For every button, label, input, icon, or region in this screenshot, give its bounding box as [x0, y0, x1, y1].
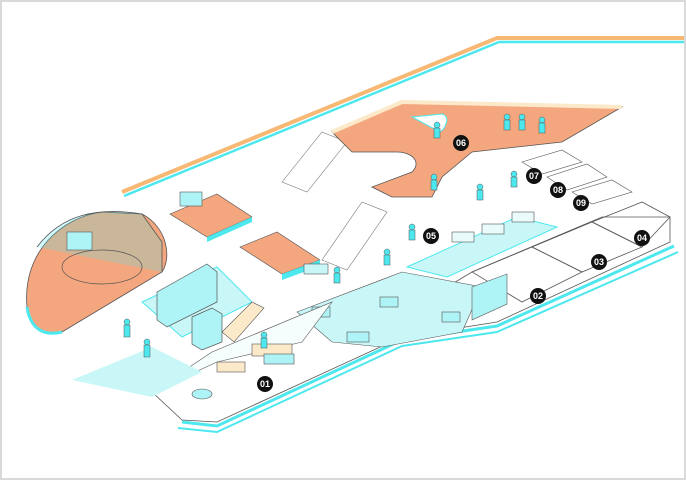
zone-marker-02[interactable]: 02 — [530, 288, 546, 304]
zone-marker-06[interactable]: 06 — [453, 135, 469, 151]
zone-marker-01-label: 01 — [260, 379, 270, 389]
storage-lockers — [141, 263, 265, 351]
reception-area — [296, 271, 508, 348]
people-figures — [123, 113, 546, 358]
event-stage — [239, 231, 329, 280]
presentation-theater — [25, 211, 168, 335]
open-workspace — [405, 211, 559, 278]
zone-marker-08[interactable]: 08 — [550, 182, 566, 198]
zone-marker-03[interactable]: 03 — [591, 254, 607, 270]
zone-marker-08-label: 08 — [553, 185, 563, 195]
building-outer-wall — [121, 36, 684, 198]
zone-marker-04[interactable]: 04 — [634, 230, 650, 246]
zone-marker-03-label: 03 — [594, 257, 604, 267]
zone-marker-09-label: 09 — [576, 198, 586, 208]
video-conference-platform — [169, 191, 253, 242]
zone-marker-09[interactable]: 09 — [573, 195, 589, 211]
zone-marker-07-label: 07 — [529, 171, 539, 181]
zone-marker-07[interactable]: 07 — [526, 168, 542, 184]
zone-marker-06-label: 06 — [456, 138, 466, 148]
zone-marker-05[interactable]: 05 — [423, 228, 439, 244]
zone-marker-02-label: 02 — [533, 291, 543, 301]
zone-marker-04-label: 04 — [637, 233, 647, 243]
zone-marker-05-label: 05 — [426, 231, 436, 241]
zone-marker-01[interactable]: 01 — [257, 376, 273, 392]
entrance-floor — [72, 347, 202, 397]
